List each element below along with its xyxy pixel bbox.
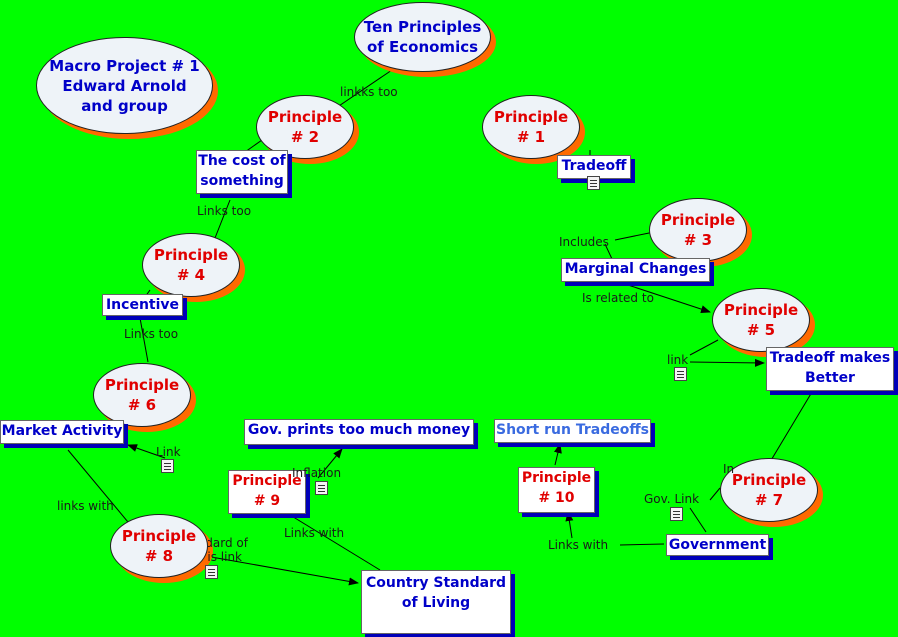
principle-10-node[interactable]: Principle # 10 [518,467,595,513]
label-links-too-a: Links too [197,204,252,218]
cost-line2: something [200,173,284,189]
label-standard-of: Standard of [208,536,248,550]
tradeoff-label: Tradeoff [561,158,627,174]
project-title-line2: Edward Arnold [62,76,187,95]
note-icon[interactable] [161,459,174,473]
tradeoff-better-line2: Better [805,370,855,386]
country-standard-line1: Country Standard [365,575,506,591]
label-gov-link: Gov. Link [644,492,700,506]
note-icon[interactable] [587,176,600,190]
short-run-label: Short run Tradeoffs [495,422,650,438]
project-title-oval[interactable]: Macro Project # 1 Edward Arnold and grou… [36,37,213,134]
edge-p10-linkswith [565,511,574,539]
edge-p5-link [689,339,719,356]
principle-4-number: # 4 [176,266,206,284]
tradeoff-better-line1: Tradeoff makes [769,350,891,366]
edge-marginal-p5 [627,284,711,313]
principle-5-number: # 5 [746,321,776,339]
principle-4-node[interactable]: Principle # 4 [142,233,240,297]
note-icon[interactable] [315,481,328,495]
label-links-with-b: Links with [284,526,345,540]
principle-9-node[interactable]: Principle # 9 [228,470,306,514]
principle-5-node[interactable]: Principle # 5 [712,288,810,352]
label-link-p5: link [667,353,689,367]
country-standard-line2: of Living [401,595,471,611]
edge-government-p10 [619,543,665,546]
market-activity-label: Market Activity [1,423,123,439]
principle-2-word: Principle [267,108,343,126]
principle-8-number: # 8 [144,547,174,565]
principle-6-node[interactable]: Principle # 6 [93,363,191,427]
note-icon[interactable] [205,565,218,579]
label-includes: Includes [559,235,609,249]
principle-4-word: Principle [153,246,229,264]
label-links-with-c: Links with [548,538,609,552]
edge-tradeoffbetter-p7 [769,391,813,463]
note-icon[interactable] [674,367,687,381]
edge-country-p9 [289,514,381,571]
edge-incentive-p6 [139,317,149,363]
label-inflation: Inflation [292,466,342,480]
edge-p3-includes [614,231,655,241]
principle-1-node[interactable]: Principle # 1 [482,95,580,159]
edge-p10-shortrun [554,443,562,466]
cost-of-something-node[interactable]: The cost of something [196,150,288,194]
marginal-changes-label: Marginal Changes [564,261,707,277]
cost-line1: The cost of [198,153,286,169]
note-icon[interactable] [670,507,683,521]
label-links-too-b: Links too [124,327,179,341]
edge-market-p8 [67,449,129,523]
marginal-changes-node[interactable]: Marginal Changes [561,258,710,282]
government-node[interactable]: Government [666,534,769,556]
edge-cost-p4 [214,199,231,239]
tradeoff-makes-better-node[interactable]: Tradeoff makes Better [766,347,894,391]
gov-prints-money-node[interactable]: Gov. prints too much money [244,419,474,445]
principle-10-number: # 10 [538,490,575,506]
principle-8-word: Principle [121,527,197,545]
root-topic-oval[interactable]: Ten Principles of Economics [354,2,491,72]
project-title-line3: and group [81,96,168,115]
edge-p8-country [199,554,359,586]
principle-7-number: # 7 [754,491,784,509]
principle-9-number: # 9 [253,493,281,509]
principle-6-word: Principle [104,376,180,394]
principle-3-word: Principle [660,211,736,229]
edge-p7-government [709,487,721,501]
incentive-label: Incentive [105,297,180,313]
edge-govlink-government [689,507,707,533]
label-is-link: is link [207,550,242,564]
root-topic-line1: Ten Principles [363,18,482,36]
label-link-p6: Link [156,445,181,459]
gov-prints-label: Gov. prints too much money [247,422,471,438]
short-run-tradeoffs-node[interactable]: Short run Tradeoffs [494,419,651,443]
principle-10-word: Principle [521,470,592,486]
principle-9-word: Principle [232,473,302,489]
label-in-p7: In [723,462,735,476]
edge-link-tradeoffbetter [689,358,765,367]
label-linkks-too: linkks too [340,85,398,99]
label-is-related-to: Is related to [582,291,654,305]
principle-6-number: # 6 [127,396,157,414]
edge-p9-gov [317,448,343,479]
edge-p6-market [127,444,166,459]
principle-3-node[interactable]: Principle # 3 [649,198,747,262]
principle-2-number: # 2 [290,128,320,146]
principle-7-node[interactable]: Principle # 7 [720,458,818,522]
project-title-line1: Macro Project # 1 [49,56,200,75]
edge-includes-marginal [604,243,613,260]
country-standard-node[interactable]: Country Standard of Living [361,570,511,634]
principle-7-word: Principle [731,471,807,489]
market-activity-node[interactable]: Market Activity [0,420,124,444]
root-topic-line2: of Economics [366,38,479,56]
government-label: Government [668,537,767,553]
principle-2-node[interactable]: Principle # 2 [256,95,354,159]
principle-1-word: Principle [493,108,569,126]
principle-1-number: # 1 [516,128,546,146]
principle-8-node[interactable]: Principle # 8 [110,514,208,578]
principle-3-number: # 3 [683,231,713,249]
principle-5-word: Principle [723,301,799,319]
incentive-node[interactable]: Incentive [102,294,183,316]
label-links-with-a: links with [57,499,114,513]
